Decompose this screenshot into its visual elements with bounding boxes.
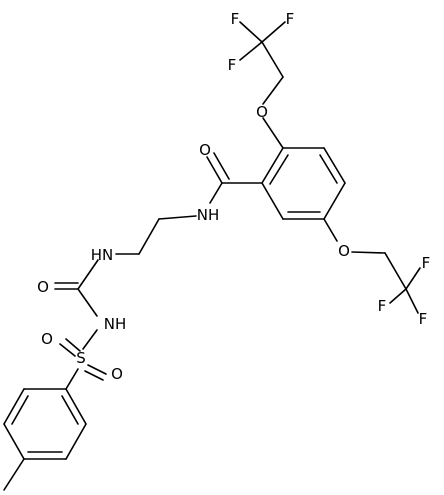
oxygen-atom: O	[111, 365, 123, 383]
bond	[82, 329, 98, 350]
oxygen-atom: O	[256, 103, 268, 121]
bond	[319, 154, 338, 184]
atom-labels: F F F O O NH HN O NH S O O O F F F	[37, 10, 430, 383]
fluorine-atom: F	[286, 10, 295, 28]
fluorine-atom: F	[422, 254, 431, 272]
bond	[138, 218, 160, 255]
bond	[213, 152, 230, 180]
bond	[405, 288, 419, 314]
bond	[405, 267, 421, 290]
bond	[261, 41, 284, 78]
bond	[65, 423, 87, 460]
bond	[239, 21, 263, 43]
nitrogen-atom: NH	[197, 206, 220, 224]
bonds	[3, 21, 421, 491]
fluorine-atom: F	[228, 56, 237, 74]
bond	[206, 156, 223, 184]
bond	[261, 147, 284, 184]
bond	[384, 252, 407, 290]
bond	[261, 21, 286, 43]
bond	[3, 388, 25, 425]
bond	[11, 395, 29, 425]
bond	[261, 182, 284, 220]
bond	[389, 288, 407, 304]
nitrogen-atom: HN	[91, 246, 114, 264]
bond	[65, 338, 81, 352]
bond	[323, 218, 338, 242]
bond	[3, 458, 25, 491]
bond	[269, 154, 289, 185]
oxygen-atom: O	[41, 330, 53, 348]
fluorine-atom: F	[231, 10, 240, 28]
bond	[262, 117, 284, 149]
bond	[87, 364, 107, 375]
bond	[351, 251, 386, 254]
bond	[59, 343, 76, 357]
nitrogen-atom: NH	[104, 315, 127, 333]
bond	[158, 215, 197, 220]
bond	[65, 368, 79, 390]
bond	[77, 259, 99, 290]
oxygen-atom: O	[37, 278, 49, 296]
oxygen-atom: O	[338, 242, 350, 260]
fluorine-atom: F	[378, 297, 387, 315]
bond	[3, 423, 25, 460]
sulfur-atom: S	[76, 349, 86, 367]
bond	[239, 41, 263, 61]
bond	[65, 388, 87, 425]
bond	[61, 395, 79, 425]
bond	[323, 147, 346, 184]
bond	[262, 76, 284, 105]
fluorine-atom: F	[419, 310, 428, 328]
bond	[84, 370, 104, 381]
oxygen-atom: O	[199, 141, 211, 159]
bond	[323, 182, 346, 220]
bond	[209, 182, 223, 204]
bond	[77, 288, 98, 317]
